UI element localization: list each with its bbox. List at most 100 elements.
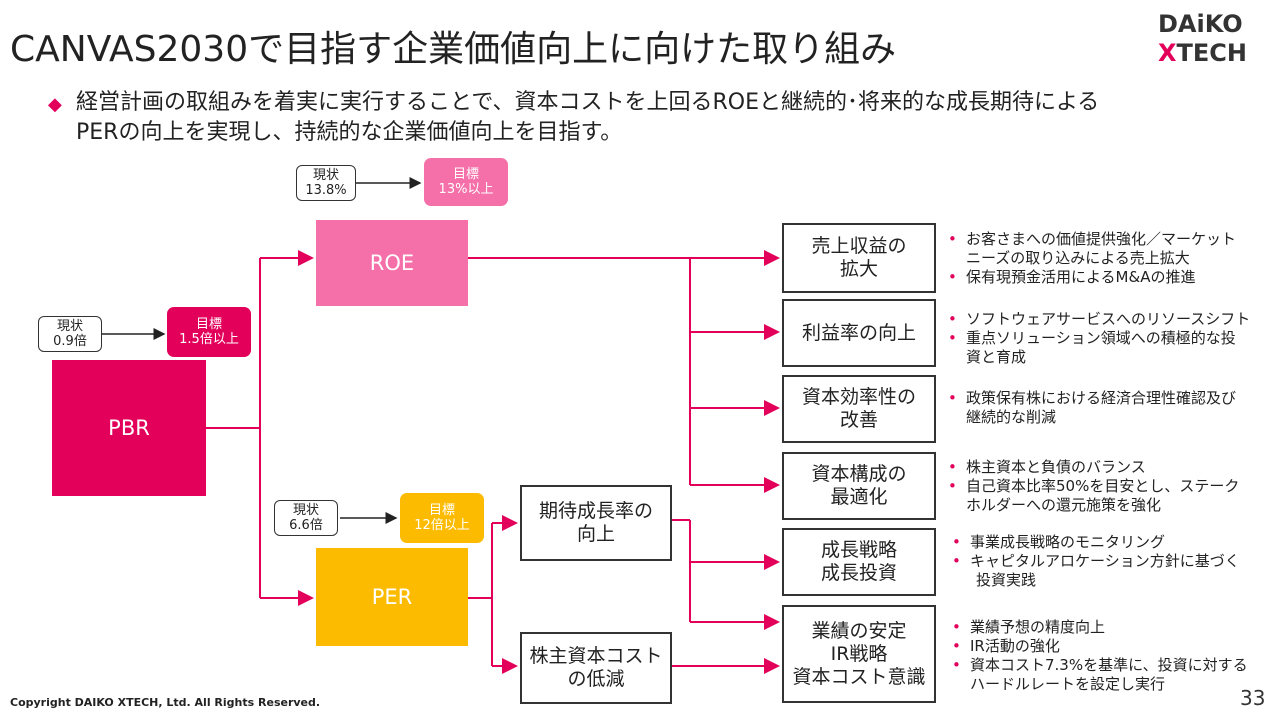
bullet-text: 業績予想の精度向上 [970,618,1106,636]
initiative-line3: 資本コスト意識 [792,665,926,688]
bullet-item: • 資本コスト7.3%を基準に、投資に対する [950,656,1276,675]
bullet-text: 資本コスト7.3%を基準に、投資に対する [970,656,1248,674]
pbr-target-value: 1.5倍以上 [179,332,239,347]
bullet-dot: • [948,230,957,248]
copyright-footer: Copyright DAIKO XTECH, Ltd. All Rights R… [10,696,321,709]
bullet-item: •ソフトウェアサービスへのリソースシフト [946,310,1276,329]
pbr-target-label: 目標 [195,317,222,332]
lead-statement: ◆ 経営計画の取組みを着実に実行することで、資本コストを上回るROEと継続的･将… [48,88,1198,148]
bullets-revenue: • お客さまへの価値提供強化／マーケット ニーズの取り込みによる売上拡大 • 保有現… [946,230,1276,287]
bullet-text: お客さまへの価値提供強化／マーケット [966,230,1237,248]
bullet-dot: • [948,458,957,476]
lead-line-1: 経営計画の取組みを着実に実行することで、資本コストを上回るROEと継続的･将来的… [76,90,1100,115]
per-target-value: 12倍以上 [414,518,470,533]
bullet-dot: • [948,268,957,286]
page-number: 33 [1240,686,1266,710]
bullet-item: • お客さまへの価値提供強化／マーケット [946,230,1276,249]
driver-line2: 向上 [576,523,615,545]
bullet-text: 資と育成 [966,348,1027,366]
bullet-item: • 業績予想の精度向上 [950,618,1276,637]
initiative-line2: IR戦略 [830,642,888,665]
bullet-text: ホルダーへの還元施策を強化 [966,496,1162,514]
bullet-text: 株主資本と負債のバランス [966,458,1146,476]
bullet-text: 継続的な削減 [966,408,1057,426]
driver-cost-of-equity: 株主資本コスト の低減 [520,632,672,704]
initiative-revenue: 売上収益の 拡大 [782,223,936,293]
bullet-item: •政策保有株における経済合理性確認及び [946,389,1276,408]
bullet-dot: • [952,618,961,636]
bullet-text: 重点ソリューション領域への積極的な投 [966,329,1236,347]
roe-box: ROE [316,220,468,306]
per-target-label: 目標 [428,503,455,518]
initiative-capital-structure: 資本構成の 最適化 [782,452,936,520]
bullet-dot: • [952,656,961,674]
bullet-text: ソフトウェアサービスへのリソースシフト [966,310,1251,328]
bullet-text: 事業成長戦略のモニタリング [970,533,1166,551]
bullets-stability-ir: • 業績予想の精度向上 • IR活動の強化 • 資本コスト7.3%を基準に、投資に対す… [950,618,1276,694]
driver-line1: 株主資本コスト [529,645,663,667]
bullet-continuation: ハードルレートを設定し実行 [950,675,1276,694]
pbr-current-label: 現状 [56,319,83,334]
initiative-line2: 成長投資 [820,562,897,584]
initiative-line2: 改善 [839,409,878,431]
roe-current-value: 13.8% [305,183,347,198]
bullet-dot: • [952,533,961,551]
bullet-dot: • [952,552,961,570]
pbr-target-box: 目標 1.5倍以上 [167,307,251,357]
bullets-growth-strategy: • 事業成長戦略のモニタリング • キャピタルアロケーション方針に基づく 投資実践 [950,533,1276,590]
roe-target-box: 目標 13%以上 [424,158,508,206]
bullet-item: • 事業成長戦略のモニタリング [950,533,1276,552]
bullet-dot: • [952,637,961,655]
bullet-item: • 株主資本と負債のバランス [946,458,1276,477]
bullet-text: IR活動の強化 [970,637,1060,655]
initiative-line1: 成長戦略 [820,539,897,561]
logo-x-mark: X [1158,39,1177,67]
bullet-text: 投資実践 [976,571,1037,589]
bullet-dot: • [948,329,957,347]
driver-line2: の低減 [567,668,625,690]
bullet-text: キャピタルアロケーション方針に基づく [970,552,1240,570]
bullet-text: 保有現預金活用によるM&Aの推進 [966,268,1196,286]
initiative-line1: 業績の安定 [811,619,907,642]
bullet-continuation: 資と育成 [946,348,1276,367]
per-current-value: 6.6倍 [289,518,323,533]
initiative-line1: 利益率の向上 [801,321,916,344]
bullet-text: ハードルレートを設定し実行 [970,675,1166,693]
initiative-growth-strategy: 成長戦略 成長投資 [782,528,936,596]
roe-target-value: 13%以上 [438,182,494,197]
logo-line1: DAiKO [1158,10,1243,38]
per-current-box: 現状 6.6倍 [274,500,338,536]
logo-line2: TECH [1176,39,1247,67]
diamond-bullet-icon: ◆ [48,94,62,115]
initiative-line2: 拡大 [839,258,878,280]
lead-line-2: PERの向上を実現し、持続的な企業価値向上を目指す。 [76,120,623,145]
bullet-continuation: ニーズの取り込みによる売上拡大 [946,249,1276,268]
bullet-text: 政策保有株における経済合理性確認及び [966,389,1237,407]
pbr-current-box: 現状 0.9倍 [38,316,102,352]
bullet-dot: • [948,477,957,495]
driver-line1: 期待成長率の [538,500,653,522]
initiative-capital-efficiency: 資本効率性の 改善 [782,375,936,443]
bullet-continuation: 継続的な削減 [946,408,1276,427]
bullets-margin: •ソフトウェアサービスへのリソースシフト • 重点ソリューション領域への積極的な投… [946,310,1276,367]
initiative-line1: 資本構成の [811,463,907,485]
initiative-line2: 最適化 [830,486,888,508]
initiative-line1: 売上収益の [811,235,907,257]
pbr-box: PBR [52,360,206,496]
per-current-label: 現状 [292,503,319,518]
initiative-stability-ir: 業績の安定 IR戦略 資本コスト意識 [782,605,936,703]
page-title: CANVAS2030で目指す企業価値向上に向けた取り組み [10,29,897,70]
roe-current-label: 現状 [312,168,339,183]
bullet-item: • キャピタルアロケーション方針に基づく [950,552,1276,571]
roe-current-box: 現状 13.8% [296,165,356,201]
bullet-item: •自己資本比率50%を目安とし、ステーク [946,477,1276,496]
bullet-continuation: ホルダーへの還元施策を強化 [946,496,1276,515]
bullets-capital-structure: • 株主資本と負債のバランス •自己資本比率50%を目安とし、ステーク ホルダーへ… [946,458,1276,515]
bullet-item: • IR活動の強化 [950,637,1276,656]
bullet-item: • 保有現預金活用によるM&Aの推進 [946,268,1276,287]
bullets-capital-efficiency: •政策保有株における経済合理性確認及び 継続的な削減 [946,389,1276,427]
driver-growth-expectation: 期待成長率の 向上 [520,485,672,561]
company-logo: DAiKO XTECH [1158,10,1247,68]
bullet-item: • 重点ソリューション領域への積極的な投 [946,329,1276,348]
